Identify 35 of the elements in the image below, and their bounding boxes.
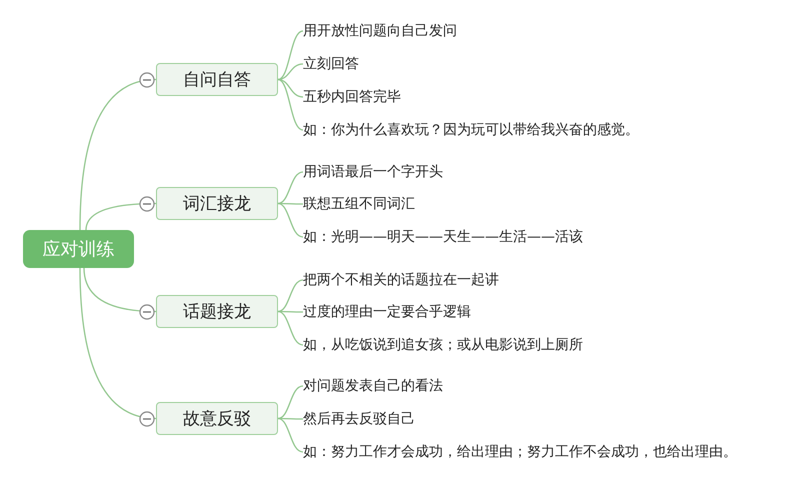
subtopic-text: 过度的理由一定要合乎逻辑: [303, 302, 471, 322]
connector-line: [79, 78, 156, 230]
connector-line: [278, 171, 304, 204]
connector-line: [278, 63, 304, 80]
connector-line: [83, 268, 156, 312]
subtopic-text: 用词语最后一个字开头: [303, 162, 443, 182]
subtopic-text: 把两个不相关的话题拉在一起讲: [303, 270, 499, 290]
connector-line: [278, 30, 304, 80]
connector-line: [278, 78, 304, 98]
branch-topic-box: 故意反驳: [156, 402, 278, 435]
connector-line: [278, 418, 304, 453]
root-topic-box: 应对训练: [23, 230, 134, 268]
subtopic-text: 立刻回答: [303, 54, 359, 74]
subtopic-text: 联想五组不同词汇: [303, 194, 415, 214]
subtopic-text: 如：光明——明天——天生——生活——活该: [303, 227, 583, 247]
subtopic-text: 如，从吃饭说到追女孩；或从电影说到上厕所: [303, 335, 583, 355]
connector-line: [278, 202, 304, 238]
connector-line: [85, 202, 156, 230]
connector-line: [278, 418, 303, 420]
subtopic-text: 如：努力工作才会成功，给出理由；努力工作不会成功，也给出理由。: [303, 442, 737, 462]
connector-line: [278, 385, 304, 420]
subtopic-text: 然后再去反驳自己: [303, 409, 415, 429]
connector-line: [79, 268, 156, 420]
connector-line: [278, 310, 303, 313]
branch-topic-box: 自问自答: [156, 63, 278, 96]
subtopic-text: 五秒内回答完毕: [303, 87, 401, 107]
branch-topic-box: 词汇接龙: [156, 187, 278, 220]
connector-line: [278, 78, 304, 131]
subtopic-text: 如：你为什么喜欢玩？因为玩可以带给我兴奋的感觉。: [303, 120, 639, 140]
connector-line: [278, 202, 303, 205]
connector-line: [278, 310, 304, 346]
subtopic-text: 用开放性问题向自己发问: [303, 21, 457, 41]
connector-line: [278, 279, 304, 312]
subtopic-text: 对问题发表自己的看法: [303, 376, 443, 396]
branch-topic-box: 话题接龙: [156, 295, 278, 328]
